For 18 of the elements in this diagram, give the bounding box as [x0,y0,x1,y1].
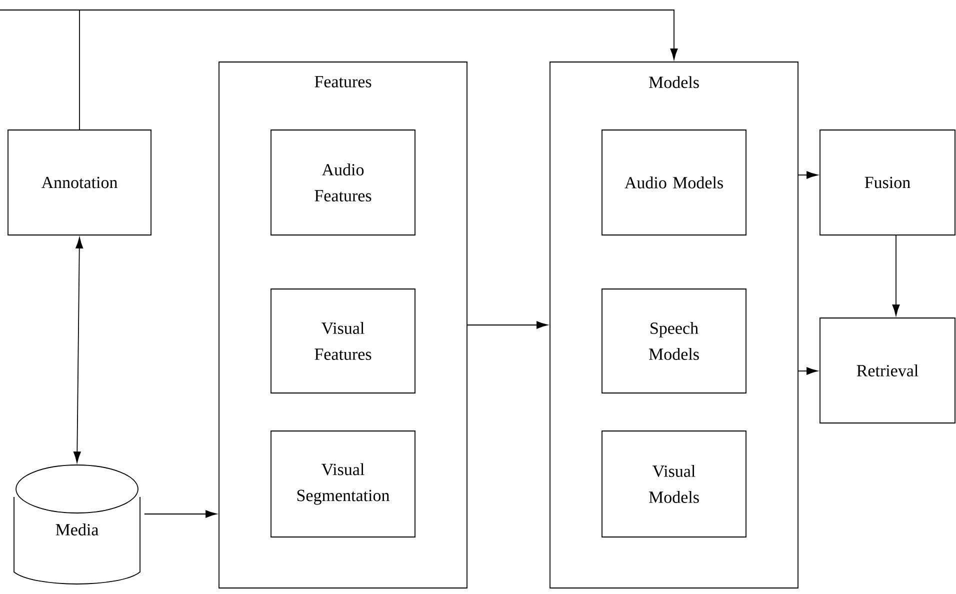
arrow [73,237,84,463]
arrow [798,171,818,179]
node-label: Media [56,524,98,536]
process-box: Audio Models [602,130,746,236]
process-box: Fusion [820,130,956,236]
process-box: Visual Models [602,430,746,538]
process-box: Visual Segmentation [270,430,416,538]
process-box: Retrieval [820,318,956,424]
arrow [798,367,818,375]
process-box: Speech Models [602,288,746,394]
arrow [892,235,900,316]
process-box: Annotation [8,130,152,236]
arrow [0,10,678,130]
process-box: Visual Features [270,288,416,394]
arrow [144,510,217,518]
database-cylinder: Media [14,464,140,584]
process-box: Audio Features [270,130,416,236]
arrow [467,321,548,329]
